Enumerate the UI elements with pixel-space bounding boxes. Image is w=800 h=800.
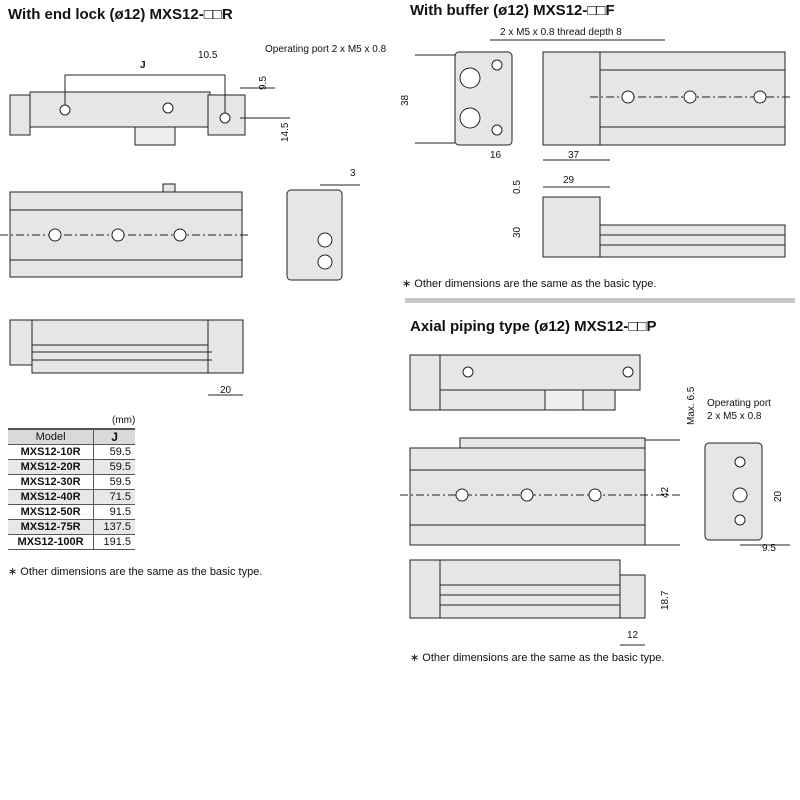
dim-30: 30 [512,226,523,238]
model-cell: MXS12-75R [8,519,95,535]
header-model: Model [8,428,95,445]
axial-port-label-2: 2 x M5 x 0.8 [707,411,762,422]
dim-j: J [140,60,146,71]
dim-max-6-5: Max. 6.5 [686,386,697,425]
end-lock-side-view [9,319,244,396]
dim-12: 12 [627,630,639,641]
end-lock-top-view [9,74,290,146]
table-unit: (mm) [112,415,136,426]
model-cell: MXS12-30R [8,474,95,490]
end-lock-front-view [0,183,250,278]
dim-38: 38 [400,94,411,106]
buffer-bottom-view [542,186,786,258]
header-j: J [93,428,135,445]
buffer-note: ∗ Other dimensions are the same as the b… [402,278,657,290]
dim-14-5: 14.5 [280,122,291,142]
dim-42: 42 [660,486,671,498]
j-cell: 91.5 [93,504,135,520]
axial-bottom-view [409,559,646,646]
j-cell: 59.5 [93,474,135,490]
dim-3: 3 [350,168,356,179]
model-cell: MXS12-10R [8,444,95,460]
axial-note: ∗ Other dimensions are the same as the b… [410,652,665,664]
axial-front-view [400,437,680,546]
dim-9-5: 9.5 [258,76,269,90]
axial-title: Axial piping type (ø12) MXS12-□□P [410,318,657,335]
dim-29: 29 [563,175,575,186]
dim-20-axial: 20 [773,490,784,502]
j-cell: 59.5 [93,459,135,475]
operating-port-label: Operating port 2 x M5 x 0.8 [265,44,387,55]
buffer-title: With buffer (ø12) MXS12-□□F [410,2,615,19]
dim-10-5: 10.5 [198,50,218,61]
dim-9-5-axial: 9.5 [762,543,776,554]
buffer-end-view [415,39,665,146]
model-cell: MXS12-100R [8,534,95,550]
j-cell: 191.5 [93,534,135,550]
end-lock-end-view [286,184,360,281]
thread-label: 2 x M5 x 0.8 thread depth 8 [500,27,622,38]
dim-18-7: 18.7 [660,590,671,610]
j-cell: 71.5 [93,489,135,505]
dim-16: 16 [490,150,502,161]
j-cell: 59.5 [93,444,135,460]
j-cell: 137.5 [93,519,135,535]
axial-end-view [704,442,790,546]
model-cell: MXS12-20R [8,459,95,475]
axial-port-label-1: Operating port [707,398,771,409]
dim-0-5: 0.5 [512,180,523,194]
model-cell: MXS12-40R [8,489,95,505]
dim-20: 20 [220,385,232,396]
buffer-side-view [542,51,790,161]
section-divider [405,298,795,303]
dim-37: 37 [568,150,580,161]
end-lock-note: ∗ Other dimensions are the same as the b… [8,566,263,578]
axial-top-view [409,354,641,411]
end-lock-title: With end lock (ø12) MXS12-□□R [8,6,233,23]
model-cell: MXS12-50R [8,504,95,520]
